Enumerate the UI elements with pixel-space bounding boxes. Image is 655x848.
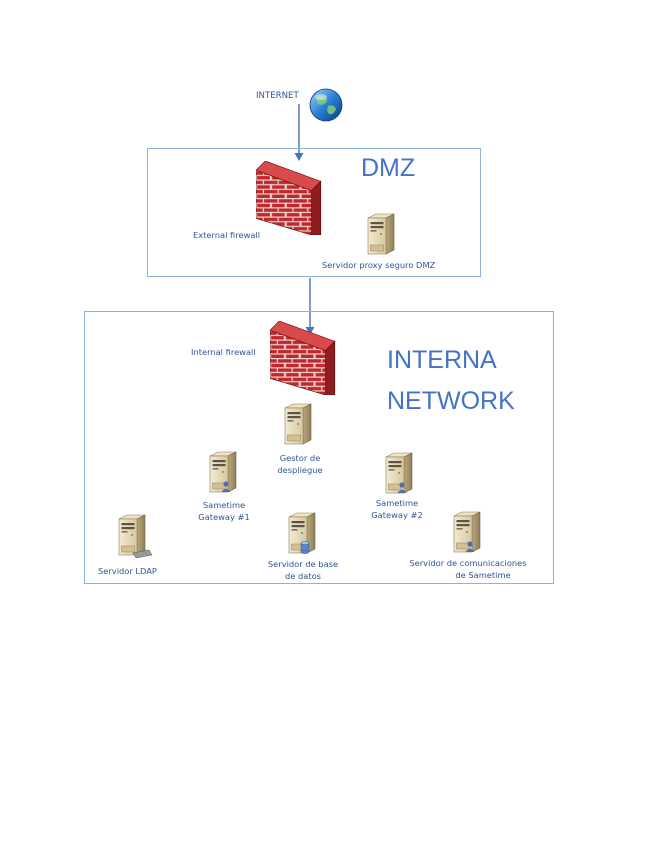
deploy-manager-label-line2: despliegue <box>277 465 323 475</box>
arrow-dmz-head <box>305 327 315 335</box>
proxy-server-label: Servidor proxy seguro DMZ <box>322 260 436 270</box>
ldap-label: Servidor LDAP <box>98 566 157 576</box>
internal-firewall-label: Internal firewall <box>191 347 256 357</box>
gateway2-label-line1: Sametime <box>375 498 419 508</box>
dmz-title: DMZ <box>361 154 416 182</box>
deploy-manager-label-line1: Gestor de <box>279 453 321 463</box>
dmz-zone <box>147 148 481 277</box>
internal-firewall-icon <box>270 318 344 398</box>
comms-server-icon <box>450 510 484 554</box>
internal-title-line2: NETWORK <box>387 387 515 415</box>
comms-label: Servidor de comunicaciones de Sametime <box>398 557 538 581</box>
gateway2-label: Sametime Gateway #2 <box>362 497 432 521</box>
globe-icon <box>309 88 343 122</box>
comms-label-line1: Servidor de comunicaciones <box>409 558 527 568</box>
database-badge-icon <box>300 541 310 554</box>
arrow-internet-head <box>294 153 304 161</box>
database-label-line1: Servidor de base <box>267 559 339 569</box>
internal-title-line1: INTERNA <box>387 346 497 374</box>
gateway1-label: Sametime Gateway #1 <box>189 499 259 523</box>
keyboard-badge-icon <box>132 549 153 559</box>
gateway1-server-icon <box>206 450 240 494</box>
gateway1-label-line2: Gateway #1 <box>198 512 250 522</box>
external-firewall-icon <box>256 158 330 238</box>
gateway2-server-icon <box>382 451 416 495</box>
external-firewall-label: External firewall <box>193 230 261 240</box>
internet-label: INTERNET <box>256 91 299 101</box>
database-label: Servidor de base de datos <box>263 558 343 582</box>
user-badge-icon <box>221 481 231 492</box>
proxy-server-icon <box>364 212 398 256</box>
ldap-server-icon <box>118 514 153 559</box>
database-label-line2: de datos <box>284 571 321 581</box>
user-badge-icon <box>397 482 407 493</box>
deploy-manager-label: Gestor de despliegue <box>270 452 330 476</box>
user-badge-icon <box>465 541 475 552</box>
internal-zone <box>84 311 554 584</box>
gateway1-label-line1: Sametime <box>202 500 246 510</box>
gateway2-label-line2: Gateway #2 <box>371 510 423 520</box>
deploy-manager-server-icon <box>281 402 315 446</box>
database-server-icon <box>285 511 319 554</box>
comms-label-line2: de Sametime <box>455 570 511 580</box>
